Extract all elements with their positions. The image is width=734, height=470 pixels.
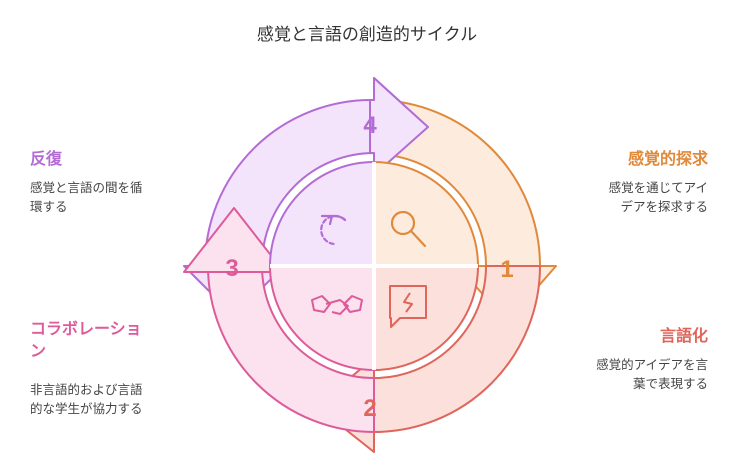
step-4-description-line: 感覚と言語の間を循 <box>30 180 143 195</box>
step-3-heading: コラボレーショ ン <box>30 318 142 362</box>
quadrant-collaborate <box>268 265 375 372</box>
step-2-description: 感覚的アイデアを言 葉で表現する <box>596 355 708 393</box>
step-3-description-line: 的な学生が協力する <box>30 401 143 416</box>
step-2-heading: 言語化 <box>659 326 708 345</box>
step-2-description-line: 感覚的アイデアを言 <box>596 357 708 372</box>
step-1-description: 感覚を通じてアイ デアを探求する <box>609 178 708 216</box>
step-3-heading-line: コラボレーショ <box>30 319 142 338</box>
quadrant-cycle <box>268 160 375 267</box>
step-number-1: 1 <box>500 256 513 283</box>
cycle-icon <box>320 214 347 246</box>
step-1-heading: 感覚的探求 <box>627 149 708 168</box>
step-3-description: 非言語的および言語 的な学生が協力する <box>30 380 143 418</box>
step-1-description-line: 感覚を通じてアイ <box>608 180 708 195</box>
arrow-head-step-4 <box>369 77 429 176</box>
step-2-description-line: 葉で表現する <box>632 376 708 391</box>
step-4-description: 感覚と言語の間を循 環する <box>30 178 143 216</box>
step-1-description-line: デアを探求する <box>620 199 708 214</box>
diagram-title: 感覚と言語の創造的サイクル <box>256 25 478 45</box>
step-4-heading: 反復 <box>30 149 63 168</box>
quadrant-explore <box>373 160 480 267</box>
step-number-4: 4 <box>363 112 377 139</box>
arrow-head-step-3 <box>183 207 285 273</box>
handshake-icon <box>311 295 363 315</box>
step-4-description-line: 環する <box>30 199 68 214</box>
magnifier-icon <box>390 210 427 248</box>
speech-bubble-icon <box>389 285 427 328</box>
step-number-2: 2 <box>363 395 376 422</box>
step-number-3: 3 <box>225 255 238 282</box>
step-3-heading-line: ン <box>30 341 47 360</box>
step-3-description-line: 非言語的および言語 <box>30 382 143 397</box>
